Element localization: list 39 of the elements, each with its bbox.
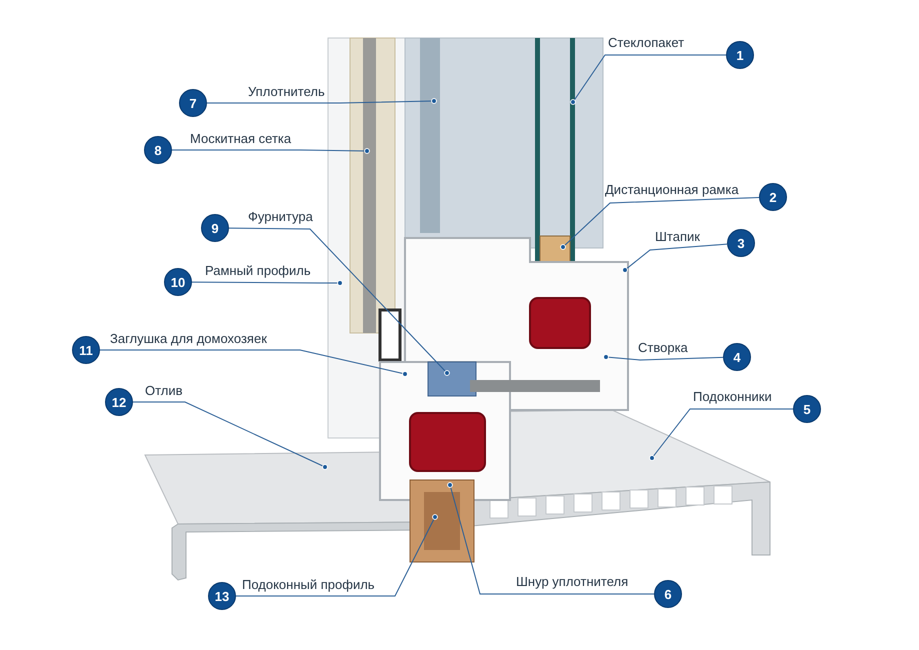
leader-line xyxy=(622,244,728,273)
part-label: Подоконный профиль xyxy=(242,577,375,592)
callout-number: 10 xyxy=(164,268,192,296)
leader-line xyxy=(172,148,370,154)
leader-line xyxy=(100,350,408,377)
callout-number: 11 xyxy=(72,336,100,364)
callout-number: 3 xyxy=(727,229,755,257)
callout-number: 2 xyxy=(759,183,787,211)
part-label: Дистанционная рамка xyxy=(605,182,739,197)
leader-line xyxy=(649,408,794,461)
leader-line xyxy=(447,482,654,594)
leader-line xyxy=(236,514,438,596)
part-label: Отлив xyxy=(145,383,183,398)
part-label: Фурнитура xyxy=(248,209,313,224)
callout-number: 5 xyxy=(793,395,821,423)
part-label: Заглушка для домохозяек xyxy=(110,331,267,346)
callout-number: 13 xyxy=(208,582,236,610)
part-label: Штапик xyxy=(655,229,700,244)
leader-line xyxy=(560,197,760,250)
leader-line xyxy=(132,402,328,470)
callout-number: 1 xyxy=(726,41,754,69)
part-label: Рамный профиль xyxy=(205,263,311,278)
leader-line xyxy=(192,280,343,286)
callout-number: 12 xyxy=(105,388,133,416)
callout-number: 4 xyxy=(723,343,751,371)
part-label: Стеклопакет xyxy=(608,35,684,50)
callout-number: 8 xyxy=(144,136,172,164)
part-label: Подоконники xyxy=(693,389,772,404)
part-label: Створка xyxy=(638,340,688,355)
part-label: Шнур уплотнителя xyxy=(516,574,628,589)
part-label: Уплотнитель xyxy=(248,84,325,99)
callout-number: 6 xyxy=(654,580,682,608)
leader-line xyxy=(603,354,724,360)
callout-number: 7 xyxy=(179,89,207,117)
callout-number: 9 xyxy=(201,214,229,242)
leader-line xyxy=(206,98,437,104)
leader-line xyxy=(570,54,726,105)
leader-line xyxy=(228,228,450,376)
part-label: Москитная сетка xyxy=(190,131,292,146)
